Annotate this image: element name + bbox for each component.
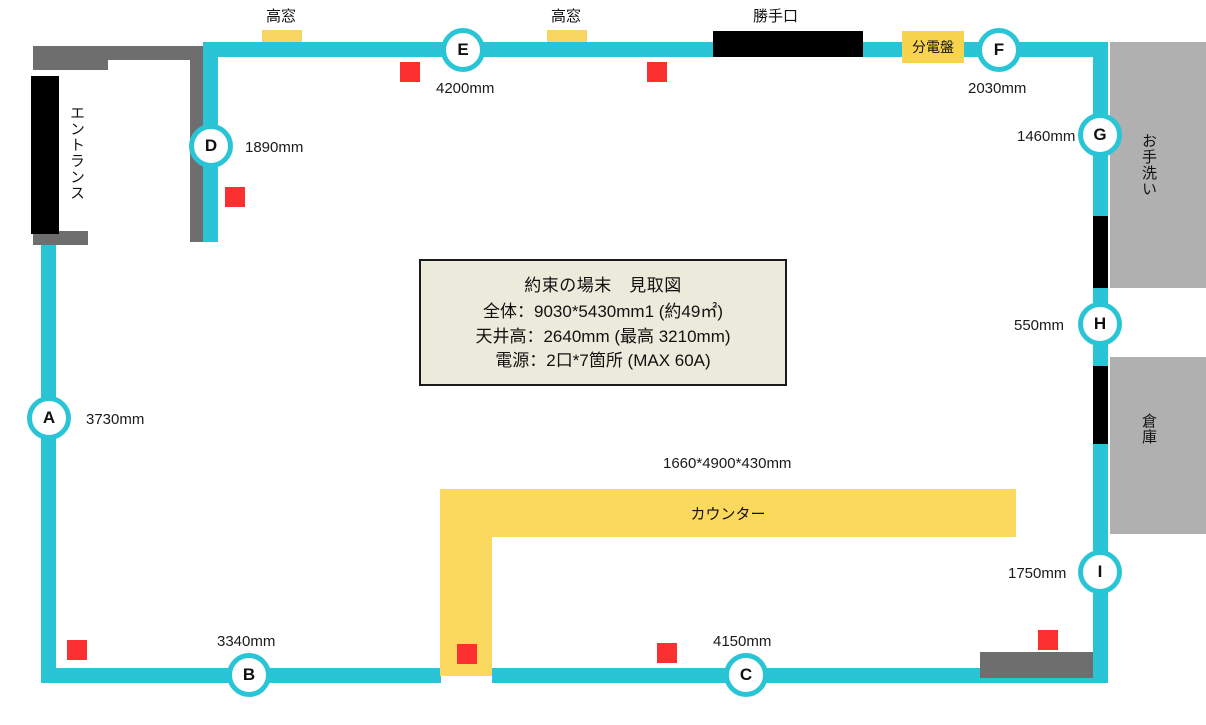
toilet-door xyxy=(1093,216,1108,288)
outlet-icon xyxy=(400,62,420,82)
counter-horizontal-arm xyxy=(440,489,1016,537)
marker-f-label: F xyxy=(993,40,1005,59)
back-door-label: 勝手口 xyxy=(753,8,799,25)
marker-b-label: B xyxy=(242,665,256,684)
marker-f[interactable]: F xyxy=(977,28,1021,72)
info-box-title: 約束の場末 見取図 xyxy=(524,276,682,295)
outlet-icon xyxy=(67,640,87,660)
marker-b[interactable]: B xyxy=(227,653,271,697)
high-window-1 xyxy=(262,30,302,42)
high-window-2 xyxy=(547,30,587,42)
marker-d-label: D xyxy=(204,136,218,155)
marker-h-dimension: 550mm xyxy=(1014,317,1065,334)
back-door-opening xyxy=(713,31,863,57)
outlet-icon xyxy=(647,62,667,82)
outlet-icon xyxy=(657,643,677,663)
marker-d-dimension: 1890mm xyxy=(245,139,304,156)
marker-c[interactable]: C xyxy=(724,653,768,697)
marker-f-dimension: 2030mm xyxy=(968,80,1027,97)
marker-g-dimension: 1460mm xyxy=(1017,128,1076,145)
high-window-1-label: 高窓 xyxy=(266,8,297,25)
entrance-label: エントランス xyxy=(68,105,85,201)
entrance-wall-top-inner xyxy=(33,46,205,60)
toilet-room xyxy=(1110,42,1206,288)
distribution-board: 分電盤 xyxy=(902,31,964,63)
marker-a-dimension: 3730mm xyxy=(86,411,145,428)
wall-bottom-right-gray xyxy=(980,652,1105,678)
marker-i-dimension: 1750mm xyxy=(1008,565,1067,582)
storage-label: 倉庫 xyxy=(1140,413,1157,445)
info-box: 約束の場末 見取図 全体：9030*5430mm1 (約49㎡) 天井高：264… xyxy=(419,259,787,386)
marker-i-label: I xyxy=(1097,562,1103,581)
marker-g[interactable]: G xyxy=(1078,113,1122,157)
outlet-icon xyxy=(1038,630,1058,650)
counter-dimension-label: 1660*4900*430mm xyxy=(663,455,792,472)
marker-a[interactable]: A xyxy=(27,396,71,440)
outlet-icon xyxy=(457,644,477,664)
info-box-total: 全体：9030*5430mm1 (約49㎡) xyxy=(483,302,723,321)
info-box-power: 電源：2口*7箇所 (MAX 60A) xyxy=(495,351,711,371)
marker-c-label: C xyxy=(739,665,753,684)
entrance-door xyxy=(31,76,59,234)
marker-a-label: A xyxy=(42,408,56,427)
marker-e-dimension: 4200mm xyxy=(436,80,495,97)
info-box-ceiling: 天井高：2640mm (最高 3210mm) xyxy=(475,326,731,346)
storage-door xyxy=(1093,366,1108,444)
marker-e-label: E xyxy=(457,40,469,59)
marker-d[interactable]: D xyxy=(189,124,233,168)
wall-top-segment-mid xyxy=(862,42,910,57)
high-window-2-label: 高窓 xyxy=(551,8,582,25)
marker-c-dimension: 4150mm xyxy=(713,633,772,650)
marker-h-label: H xyxy=(1093,314,1107,333)
marker-b-dimension: 3340mm xyxy=(217,633,276,650)
entrance-wall-bottom xyxy=(33,231,88,245)
outlet-icon xyxy=(225,187,245,207)
marker-h[interactable]: H xyxy=(1078,302,1122,346)
storage-room xyxy=(1110,357,1206,534)
marker-e[interactable]: E xyxy=(441,28,485,72)
marker-g-label: G xyxy=(1093,125,1107,144)
wall-left-vertical xyxy=(41,232,56,676)
toilet-label: お手洗い xyxy=(1140,133,1157,197)
marker-i[interactable]: I xyxy=(1078,550,1122,594)
wall-bottom-segment-right xyxy=(492,668,1108,683)
